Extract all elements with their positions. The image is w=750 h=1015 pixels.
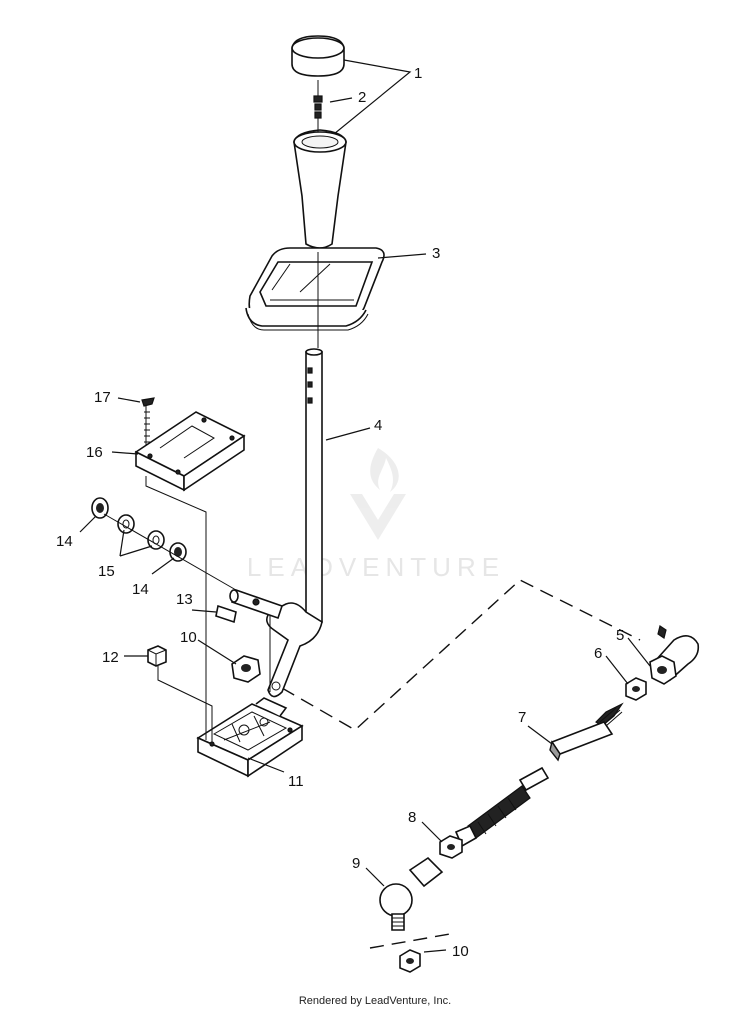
callout-11: 11 <box>288 773 304 790</box>
shift-knob <box>291 35 347 249</box>
assembly-lines <box>103 80 319 742</box>
callout-5: 5 <box>616 627 624 644</box>
callout-17: 17 <box>94 389 111 406</box>
callout-1: 1 <box>414 65 422 82</box>
bushing-15-b <box>147 530 165 550</box>
shift-boot <box>245 247 385 331</box>
washer-14-upper <box>91 497 109 519</box>
ball-joint-lower <box>379 856 444 931</box>
threaded-rod-upper <box>549 702 624 762</box>
cover-plate <box>134 411 246 492</box>
callout-15: 15 <box>98 563 115 580</box>
callout-14-upper: 14 <box>56 533 73 550</box>
callout-10-lower: 10 <box>452 943 469 960</box>
callout-8: 8 <box>408 809 416 826</box>
callout-13: 13 <box>176 591 193 608</box>
threaded-rod-lower <box>454 766 550 848</box>
shift-lever <box>266 348 323 698</box>
nut-8 <box>439 835 463 859</box>
callout-16: 16 <box>86 444 103 461</box>
linkage-dashed-line <box>281 579 641 731</box>
watermark: LEADVENTURE <box>247 448 505 582</box>
nut-6 <box>625 677 647 701</box>
nut-lower <box>369 933 451 973</box>
ball-joint-upper <box>649 625 700 685</box>
small-block <box>147 645 167 667</box>
washer-14-lower <box>169 542 187 562</box>
callout-7: 7 <box>518 709 526 726</box>
callout-3: 3 <box>432 245 440 262</box>
callout-2: 2 <box>358 89 366 106</box>
nut-upper <box>231 655 261 683</box>
callout-10-upper: 10 <box>180 629 197 646</box>
callout-6: 6 <box>594 645 602 662</box>
callout-12: 12 <box>102 649 119 666</box>
watermark-text: LEADVENTURE <box>247 552 505 582</box>
set-screw <box>313 95 323 119</box>
base-bracket <box>196 697 304 778</box>
footer-credit: Rendered by LeadVenture, Inc. <box>299 995 451 1007</box>
callout-9: 9 <box>352 855 360 872</box>
leader-lines <box>79 59 651 953</box>
callout-4: 4 <box>374 417 382 434</box>
screw <box>141 397 155 448</box>
leadventure-logo-icon <box>350 448 406 540</box>
pivot-shaft <box>215 588 284 624</box>
callout-14-lower: 14 <box>132 581 149 598</box>
callout-labels: 1 2 3 4 5 6 7 8 9 10 10 11 12 13 14 14 1… <box>56 65 624 960</box>
